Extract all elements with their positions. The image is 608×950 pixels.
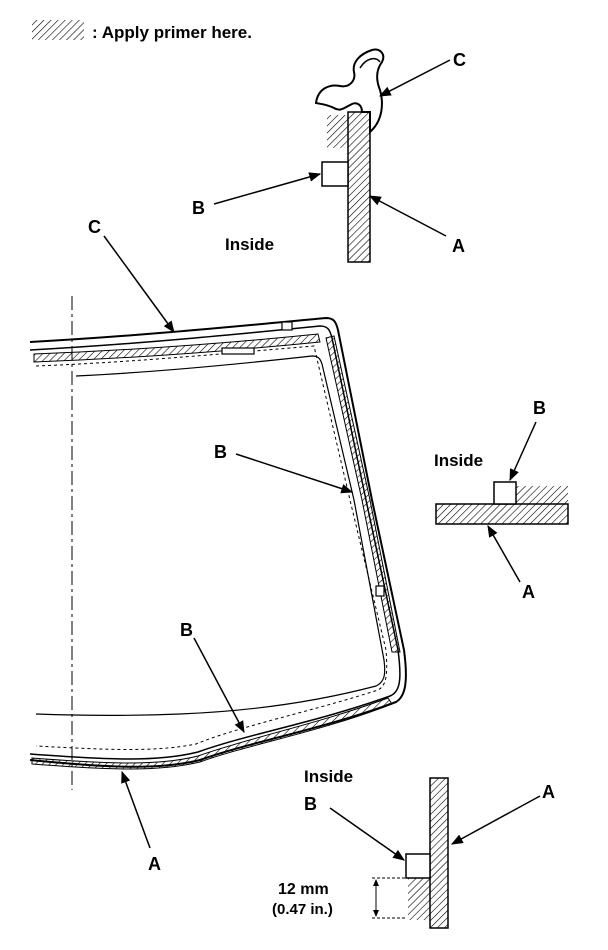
arrow-c [378,59,451,97]
molding [314,48,385,135]
arrow-a [368,195,447,237]
label-inside-bottom: Inside [304,767,353,786]
label-a-right: A [522,582,535,602]
primer-area [327,115,348,148]
label-b-upper: B [214,442,227,462]
adhesive-bead [35,345,388,750]
arrow-b-lower [193,637,245,734]
legend-text: : Apply primer here. [92,23,252,42]
bottom-panel [429,777,449,929]
top-detail: C B A Inside [192,48,466,263]
adhesive-block [321,161,349,187]
bottom-primer [408,878,430,920]
primer-swatch [32,20,84,40]
dimension-in: (0.47 in.) [272,901,333,918]
dim-arrow-down [373,910,379,917]
glass-inner-edge [35,355,386,717]
primer-band-bottom [31,697,393,770]
label-b: B [192,198,205,218]
label-c: C [453,50,466,70]
label-a-main: A [148,854,161,874]
arrow-c-main [103,235,175,333]
molding-lip [359,57,381,69]
bottom-detail: Inside B A 12 mm (0.47 in.) [272,767,555,929]
bottom-adhesive [405,853,431,879]
label-b-bottom: B [304,794,317,814]
top-slot [221,347,255,355]
side-clip [375,585,385,597]
label-a-bottom: A [542,782,555,802]
arrow-b-bottom [329,807,405,861]
outer-frame-inner [29,325,401,760]
arrow-a-bottom [450,795,541,845]
arrow-a-main [121,770,151,849]
legend: : Apply primer here. [32,20,252,42]
right-adhesive [493,481,517,505]
label-b-right: B [533,398,546,418]
primer-band-right [325,335,401,653]
outer-frame [29,316,407,768]
label-inside: Inside [225,235,274,254]
dimension-mm: 12 mm [278,881,329,898]
label-a: A [452,236,465,256]
label-b-lower: B [180,620,193,640]
arrow-b [213,172,322,205]
label-c-main: C [88,217,101,237]
right-panel [435,503,569,525]
primer-band-top [33,333,321,363]
body-panel [347,111,371,263]
arrow-a-right [487,524,521,583]
arrow-b-right [509,421,537,482]
dim-arrow-up [373,879,379,886]
label-inside-right: Inside [434,451,483,470]
right-detail: B A Inside [434,398,569,602]
arrow-b-upper [235,453,354,494]
top-clip [281,321,293,331]
windshield-view: C B B A [29,217,407,874]
right-primer [516,486,568,504]
